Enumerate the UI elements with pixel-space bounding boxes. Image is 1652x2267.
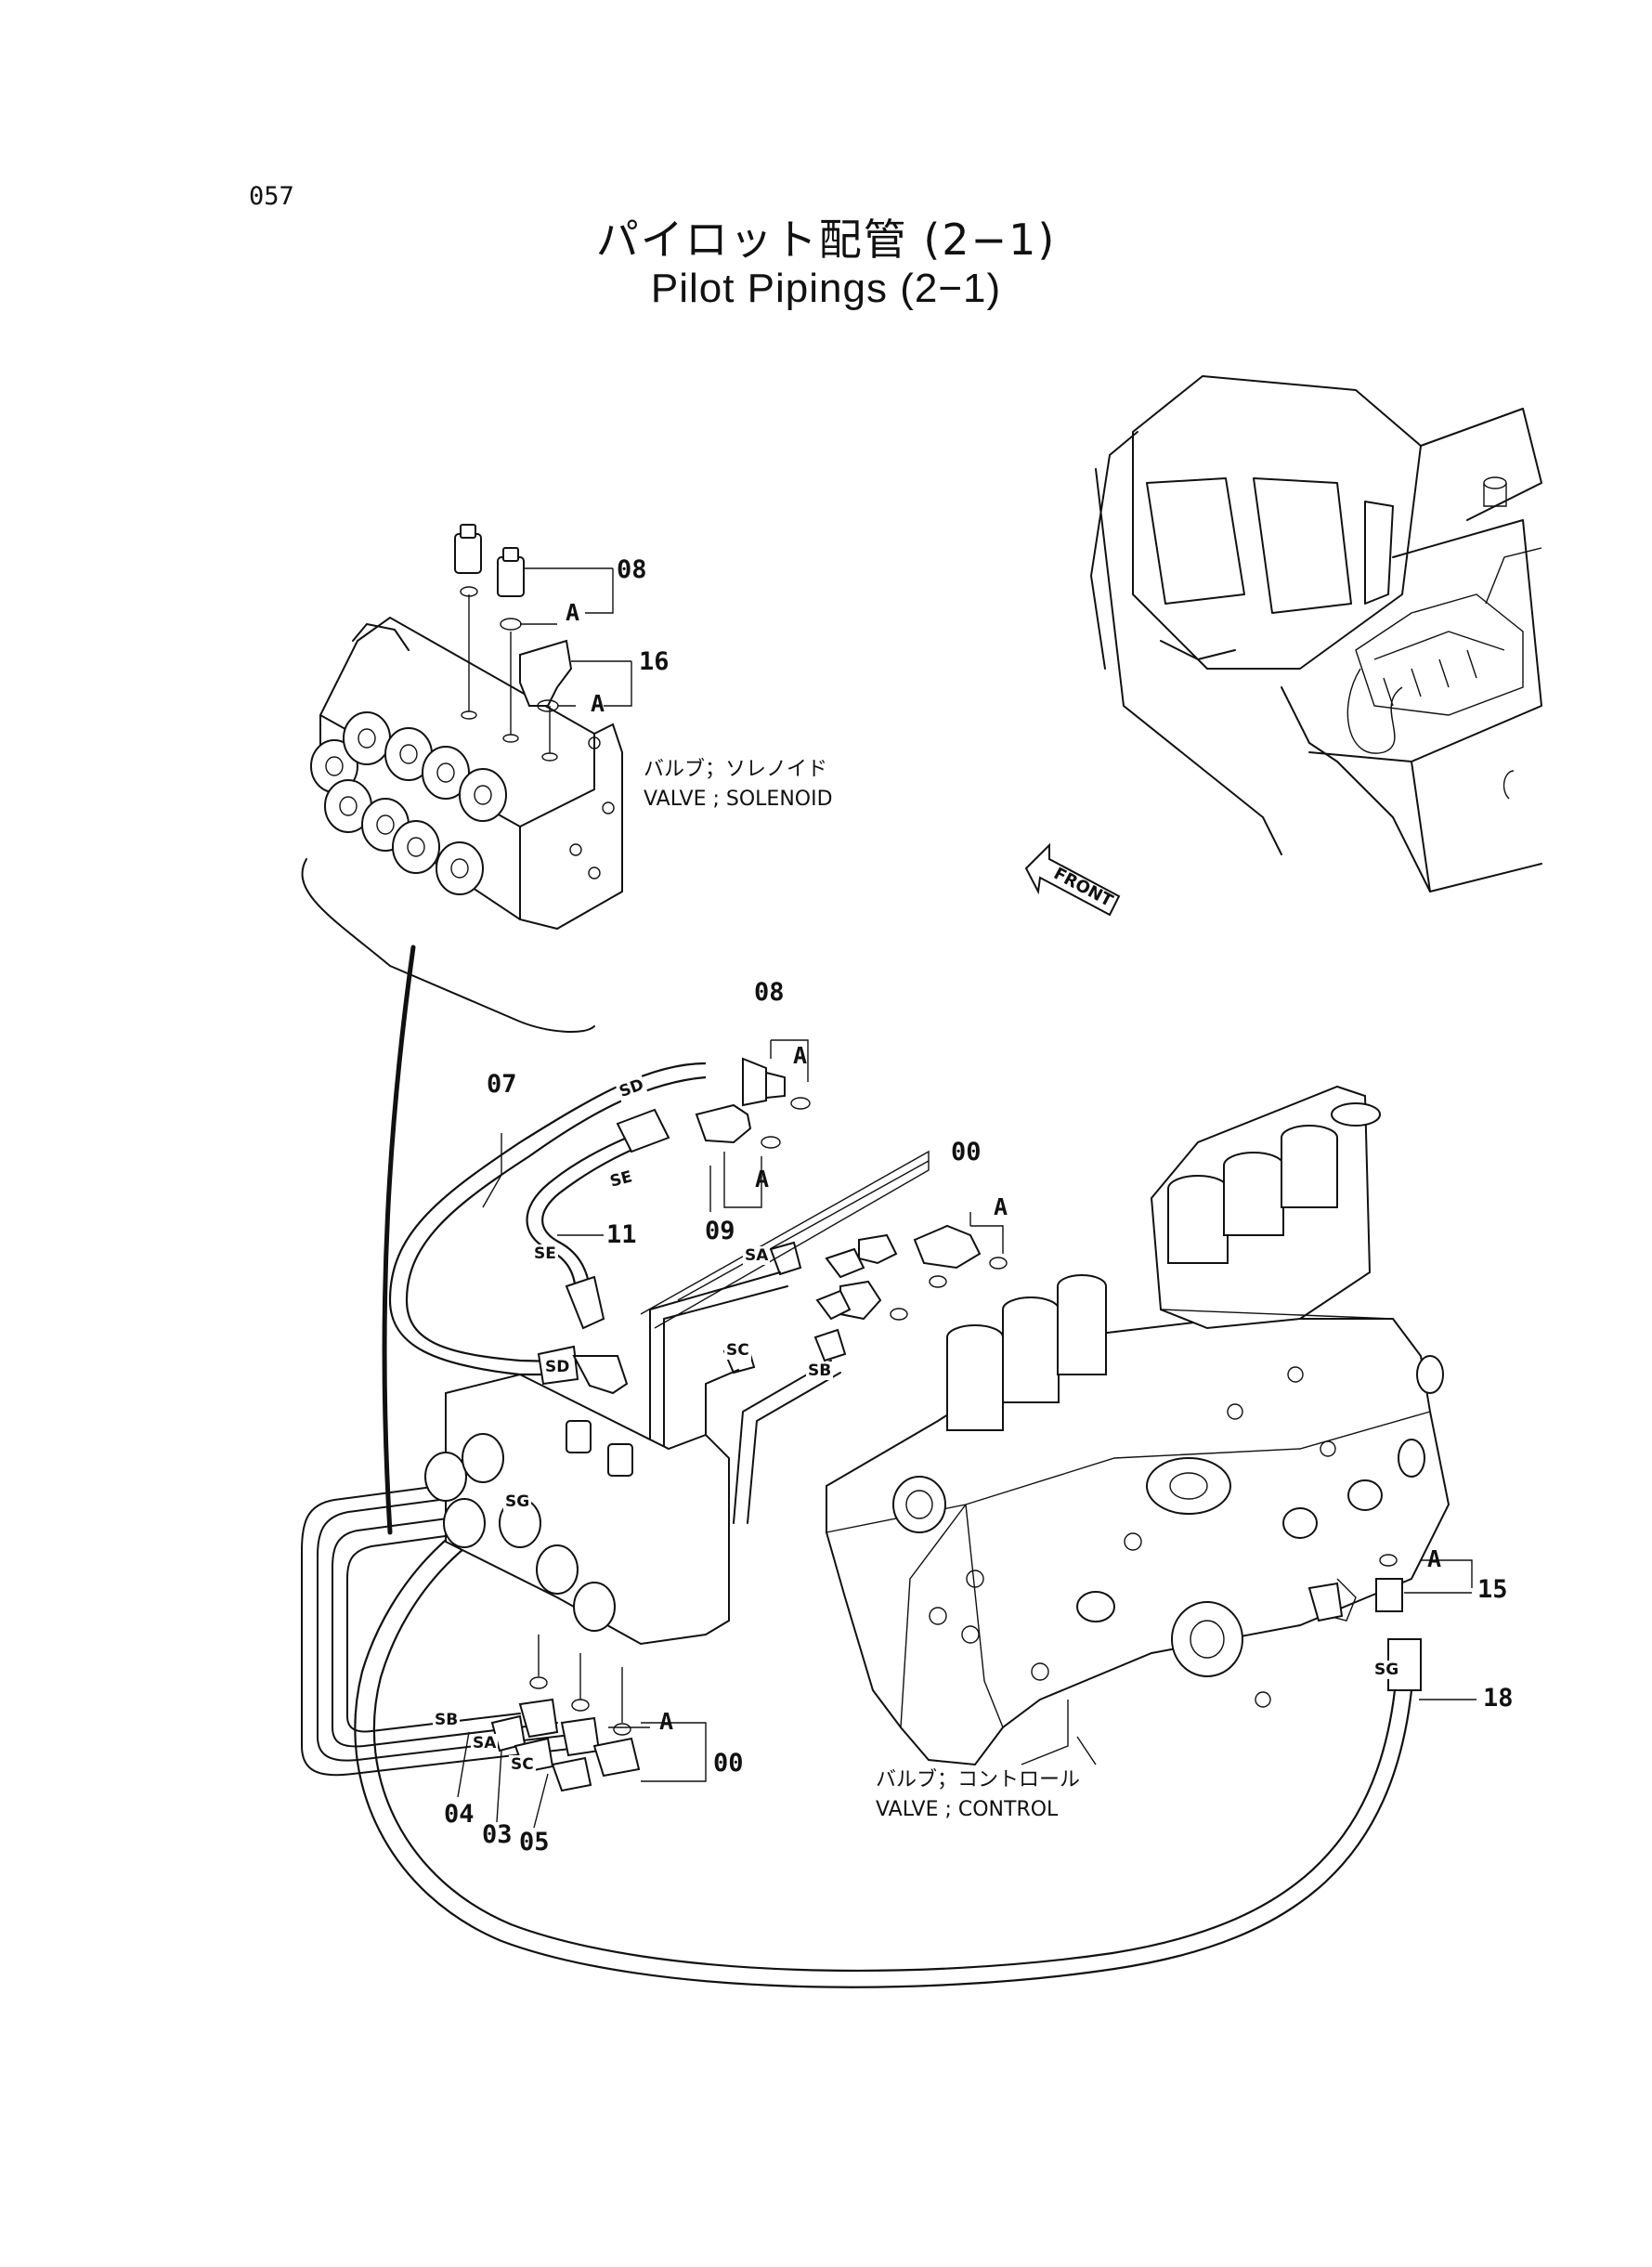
leader-07: [483, 1133, 501, 1207]
port-label-se: SE: [532, 1244, 558, 1263]
solenoid-valve-drawing: [311, 594, 622, 929]
callout-16: 16: [639, 647, 670, 676]
port-label-sg: SG: [503, 1492, 532, 1511]
callout-11: 11: [606, 1220, 637, 1249]
callout-08-top: 08: [617, 555, 647, 584]
page-number: 057: [249, 182, 294, 211]
ref-letter-a: A: [659, 1708, 674, 1735]
port-label-sc: SC: [509, 1755, 536, 1774]
control-valve-drawing: [826, 1087, 1476, 1765]
callout-05: 05: [519, 1828, 550, 1857]
callout-00-bottom: 00: [713, 1749, 744, 1778]
control-valve-caption-jp: バルブ；コントロール: [876, 1768, 1081, 1791]
port-label-sb: SB: [433, 1711, 461, 1729]
mid-fittings: [696, 1040, 1007, 1373]
solenoid-leader: [303, 859, 594, 1032]
callout-03: 03: [482, 1820, 513, 1849]
callout-09: 09: [705, 1217, 735, 1245]
solenoid-valve-caption-jp: バルブ；ソレノイド: [644, 758, 828, 781]
port-label-sb: SB: [806, 1362, 834, 1380]
callout-07: 07: [487, 1070, 517, 1099]
port-label-sg: SG: [1372, 1661, 1401, 1679]
bottom-fittings: [458, 1677, 706, 1828]
page-title-en: Pilot Pipings (2−1): [650, 266, 1002, 311]
control-valve-caption-en: VALVE ; CONTROL: [876, 1798, 1059, 1821]
ref-letter-a: A: [793, 1042, 808, 1069]
solenoid-valve-caption-en: VALVE ; SOLENOID: [644, 788, 833, 811]
callout-04: 04: [444, 1800, 475, 1829]
excavator-overview: [1091, 376, 1541, 892]
ref-letter-a: A: [566, 599, 580, 626]
solenoid-valve-mid: [425, 1375, 729, 1723]
ref-letter-a: A: [755, 1166, 770, 1192]
ref-letter-a: A: [1427, 1545, 1442, 1572]
ref-letter-a: A: [591, 690, 605, 717]
port-label-sa: SA: [743, 1246, 771, 1265]
top-fittings: [455, 525, 631, 711]
callout-15: 15: [1477, 1575, 1508, 1604]
callout-00-mid: 00: [951, 1138, 982, 1166]
ref-letter-a: A: [994, 1193, 1008, 1220]
callout-18: 18: [1483, 1684, 1514, 1713]
port-label-sd: SD: [543, 1358, 572, 1376]
callout-08-mid: 08: [754, 978, 785, 1007]
front-arrow-icon: [1026, 845, 1119, 915]
port-label-sc: SC: [724, 1341, 751, 1360]
port-label-sa: SA: [471, 1734, 499, 1752]
thick-leader: [384, 947, 413, 1532]
page-title-jp: パイロット配管 (2−1): [595, 215, 1057, 265]
